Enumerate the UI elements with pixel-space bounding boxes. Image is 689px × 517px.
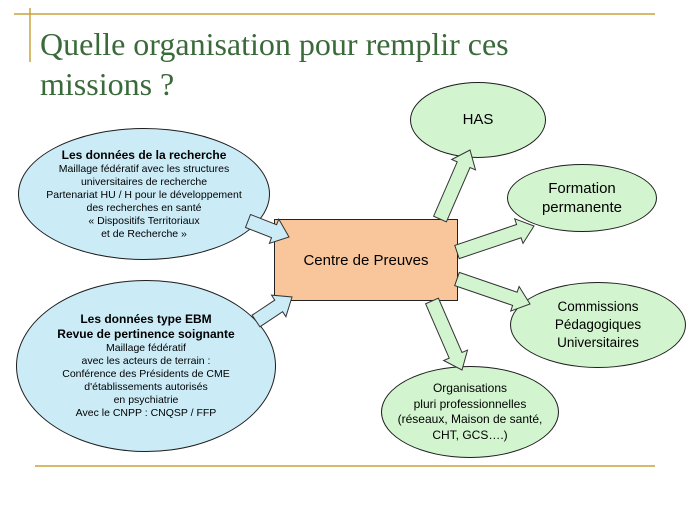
node-line: en psychiatrie — [113, 394, 179, 406]
node-line: avec les acteurs de terrain : — [81, 355, 211, 367]
node-line: (réseaux, Maison de santé, — [397, 412, 543, 426]
node-line: Pédagogiques — [554, 317, 642, 332]
node-line: Conférence des Présidents de CME — [62, 368, 230, 380]
node-formation-permanente: Formation permanente — [507, 164, 657, 232]
arrow-recherche-to-centre — [244, 213, 290, 245]
node-line: et de Recherche » — [101, 227, 187, 240]
node-has: HAS — [410, 82, 546, 158]
node-organisations: Organisations pluri professionnelles (ré… — [381, 366, 559, 458]
arrow-centre-to-has — [432, 149, 477, 223]
node-line: Avec le CNPP : CNQSP / FFP — [75, 407, 217, 419]
node-heading: Les données de la recherche — [61, 147, 227, 162]
node-line: Partenariat HU / H pour le développement — [46, 188, 242, 201]
node-line: permanente — [541, 199, 623, 216]
center-label: Centre de Preuves — [303, 251, 429, 269]
node-line: universitaires de recherche — [80, 175, 208, 188]
node-line: Universitaires — [557, 335, 639, 350]
node-donnees-recherche: Les données de la recherche Maillage féd… — [18, 128, 270, 260]
slide-title: Quelle organisation pour remplir ces mis… — [40, 26, 509, 102]
node-line: Commissions — [557, 299, 639, 314]
arrow-centre-to-commissions — [454, 271, 531, 312]
node-heading: Revue de pertinence soignante — [57, 327, 235, 341]
arrow-ebm-to-centre — [251, 294, 293, 328]
node-line: CHT, GCS….) — [432, 427, 508, 442]
node-line: des recherches en santé — [86, 201, 202, 214]
node-line: d'établissements autorisés — [84, 381, 208, 393]
node-commissions: Commissions Pédagogiques Universitaires — [510, 282, 686, 368]
node-line: Formation — [548, 180, 616, 197]
node-line: Maillage fédératif — [106, 342, 186, 354]
node-line: HAS — [462, 111, 494, 128]
node-donnees-ebm: Les données type EBM Revue de pertinence… — [16, 280, 276, 452]
node-line: Organisations — [432, 381, 508, 395]
centre-de-preuves-box: Centre de Preuves — [274, 219, 458, 301]
arrow-centre-to-organisations — [424, 297, 469, 371]
arrow-centre-to-formation — [454, 217, 535, 260]
node-heading: Les données type EBM — [80, 312, 212, 326]
node-line: « Dispositifs Territoriaux — [88, 214, 200, 227]
node-line: pluri professionnelles — [413, 396, 527, 411]
node-line: Maillage fédératif avec les structures — [58, 162, 230, 175]
